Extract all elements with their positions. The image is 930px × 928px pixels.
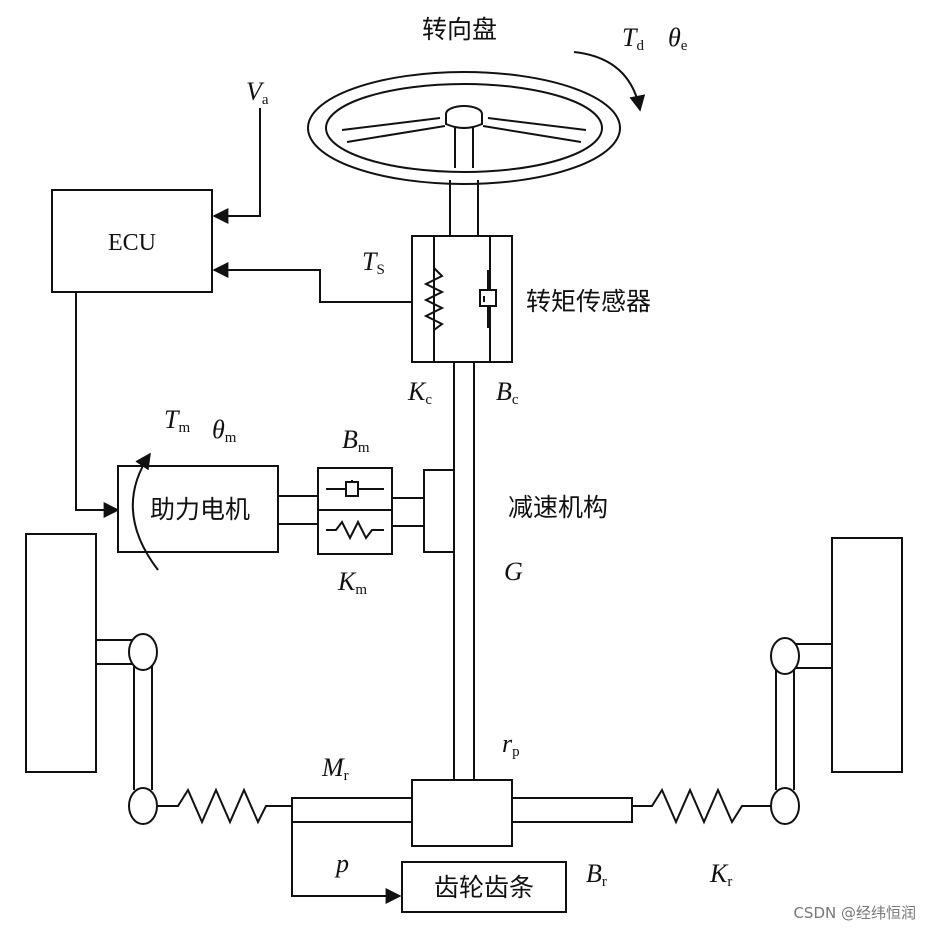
symbol-p: p (334, 849, 349, 878)
symbol-bc: Bc (496, 377, 519, 408)
ecu-box (51, 189, 213, 293)
motor-shaft (278, 495, 318, 525)
ts-signal-line (212, 262, 412, 303)
steering-column (449, 180, 479, 780)
symbol-br: Br (586, 859, 607, 890)
steering-wheel-label: 转向盘 (422, 15, 497, 44)
left-ball-joint-top (128, 633, 158, 671)
symbol-kc: Kc (407, 377, 432, 408)
symbol-ts: TS (362, 247, 385, 278)
torque-sensor (411, 235, 513, 363)
symbol-bm: Bm (342, 425, 370, 456)
watermark: CSDN @经纬恒润 (793, 904, 916, 922)
symbol-theta-e: θe (668, 23, 688, 54)
ecu-label: ECU (108, 230, 156, 256)
right-ball-joint-bottom (770, 787, 800, 825)
ecu-to-motor-line (75, 292, 120, 518)
right-wheel (831, 537, 903, 773)
reducer-box (423, 469, 455, 553)
right-knuckle (775, 643, 832, 790)
wheel-rotation-arrow (573, 51, 646, 112)
motor-coupling-element (317, 467, 393, 555)
left-knuckle (96, 639, 153, 790)
coupling-shaft (392, 497, 424, 527)
symbol-rp: rp (502, 729, 520, 760)
rack-pinion-line (291, 822, 402, 904)
reducer-label: 减速机构 (508, 493, 608, 522)
symbol-g: G (504, 557, 523, 586)
symbol-km: Km (337, 567, 367, 598)
symbol-td: Td (622, 23, 644, 54)
left-wheel (25, 533, 97, 773)
right-tie-rod-spring (632, 787, 771, 825)
va-signal-line (212, 108, 261, 224)
rack-pinion-box (401, 861, 567, 913)
pinion-housing (411, 779, 513, 847)
symbol-theta-m: θm (212, 415, 237, 446)
assist-motor-label: 助力电机 (150, 495, 250, 524)
symbol-va: Va (246, 77, 269, 108)
motor-rotation-arrow (131, 452, 159, 571)
left-ball-joint-bottom (128, 787, 158, 825)
steering-wheel (307, 71, 621, 185)
symbol-kr: Kr (709, 859, 732, 890)
assist-motor-box (117, 465, 279, 553)
symbol-tm: Tm (164, 405, 190, 436)
rack-pinion-label: 齿轮齿条 (434, 873, 534, 902)
right-ball-joint-top (770, 637, 800, 675)
symbol-mr: Mr (321, 753, 349, 784)
left-tie-rod-spring (157, 787, 292, 825)
torque-sensor-label: 转矩传感器 (526, 287, 651, 316)
